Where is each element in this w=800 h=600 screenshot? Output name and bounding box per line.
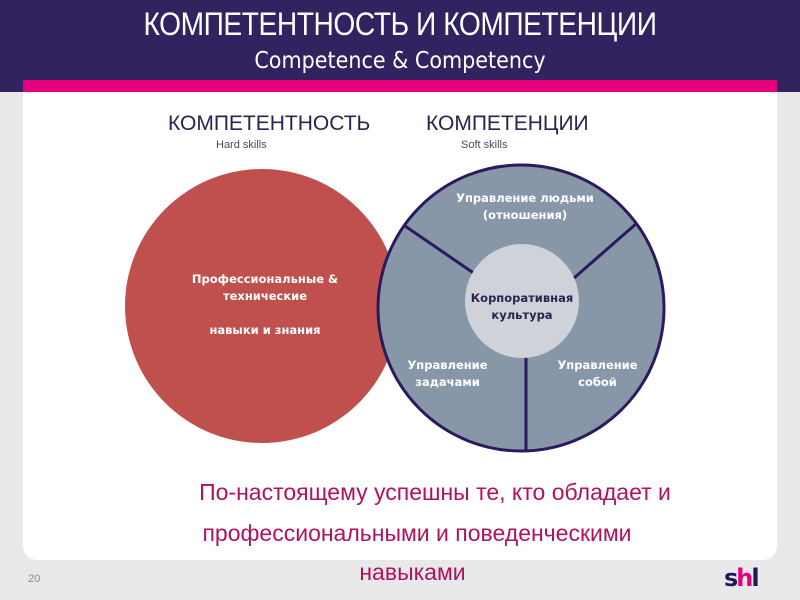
tagline-line3: навыками [359, 559, 466, 585]
right-column-subheading: Soft skills [461, 139, 508, 151]
left-column-subheading: Hard skills [216, 139, 267, 151]
accent-bar [23, 80, 777, 92]
tagline-line1: По-настоящему успешны те, кто обладает и [199, 479, 671, 505]
segment-self-label: Управление собой [550, 357, 645, 391]
page-number: 20 [28, 573, 41, 585]
logo-l: l [751, 564, 759, 592]
corporate-culture-line1: Корпоративная [470, 291, 574, 305]
segment-divider-left [404, 224, 476, 276]
shl-logo: shl [724, 564, 760, 592]
corporate-culture-line2: культура [491, 308, 553, 322]
segment-people-label: Управление людьми (отношения) [440, 190, 610, 224]
segment-tasks-line2: задачами [415, 375, 480, 389]
segment-tasks-label: Управление задачами [400, 357, 495, 391]
hard-skills-line3: навыки и знания [209, 323, 321, 337]
hard-skills-line1: Профессиональные & [191, 272, 339, 286]
segment-self-line2: собой [578, 375, 617, 389]
tagline-line2: профессиональными и поведенческими [202, 520, 632, 546]
page-subtitle: Competence & Competency [254, 48, 546, 74]
segment-divider-right [573, 221, 638, 280]
logo-s: s [724, 564, 738, 592]
corporate-culture-label: Корпоративная культура [462, 290, 582, 324]
corporate-culture-circle [465, 244, 579, 358]
segment-people-line2: (отношения) [482, 208, 568, 222]
logo-h: h [736, 564, 753, 592]
hard-skills-line2: технические [222, 289, 308, 303]
right-column-heading: КОМПЕТЕНЦИИ [426, 112, 589, 135]
header-banner: КОМПЕТЕНТНОСТЬ И КОМПЕТЕНЦИИ Competence … [0, 0, 800, 92]
page-title: КОМПЕТЕНТНОСТЬ И КОМПЕТЕНЦИИ [143, 6, 657, 42]
hard-skills-label: Профессиональные & технические навыки и … [150, 271, 380, 339]
segment-tasks-line1: Управление [407, 358, 488, 372]
segment-people-line1: Управление людьми [456, 191, 594, 205]
segment-self-line1: Управление [557, 358, 638, 372]
hard-skills-circle [125, 169, 399, 443]
left-column-heading: КОМПЕТЕНТНОСТЬ [168, 112, 371, 135]
